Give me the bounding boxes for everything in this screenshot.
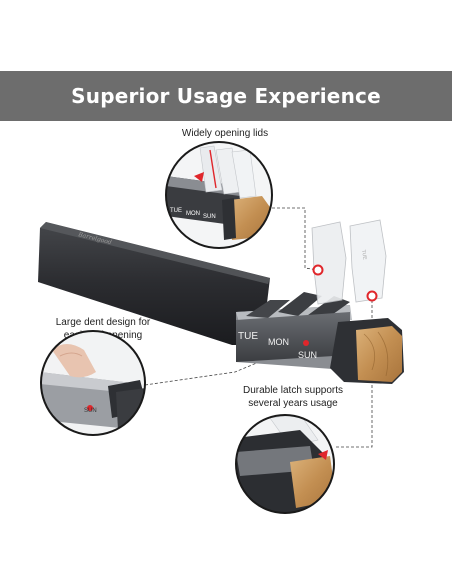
latch-arrow-icon	[318, 450, 328, 460]
pill-case: Barrelgood TUE MON SUN TUE	[38, 219, 404, 384]
banner-title: Superior Usage Experience	[71, 84, 381, 108]
callout-text-line1: Large dent design for	[55, 317, 151, 328]
day-label-sun: SUN	[298, 350, 317, 360]
finger-illustration	[52, 344, 96, 378]
bamboo-lid	[356, 326, 402, 382]
lid-marker	[312, 264, 324, 276]
arrow-icon	[194, 172, 204, 182]
tray-front	[236, 312, 350, 362]
day-label-tue: TUE	[238, 331, 258, 342]
callout-text-line1: Durable latch supports	[242, 385, 344, 396]
zoom-day-mon: MON	[186, 211, 200, 217]
case-body	[38, 222, 270, 345]
callout-durable-latch: Durable latch supports several years usa…	[228, 384, 358, 410]
zoom-day-sun: SUN	[203, 214, 216, 220]
dent-marker	[87, 405, 93, 411]
zoom-day-sun-left: SUN	[84, 408, 97, 414]
case-top-edge	[40, 222, 270, 284]
callout-widely-opening-lids: Widely opening lids	[150, 127, 300, 140]
latch-dot	[303, 340, 309, 346]
divider	[246, 300, 290, 318]
zoom-circle-lids: TUE MON SUN	[165, 141, 273, 249]
day-label-mon: MON	[268, 337, 289, 347]
svg-text:TUE: TUE	[360, 249, 368, 261]
callout-text-line2: several years usage	[248, 398, 338, 409]
callout-text: Widely opening lids	[181, 128, 269, 139]
transparent-lids: TUE	[311, 219, 387, 305]
header-banner: Superior Usage Experience	[0, 71, 452, 121]
zoom-circle-dent: SUN	[40, 330, 146, 436]
zoom-circle-latch	[235, 414, 335, 514]
divider	[278, 292, 322, 316]
lid-marker	[366, 290, 378, 302]
zoom-day-tue: TUE	[170, 208, 182, 214]
